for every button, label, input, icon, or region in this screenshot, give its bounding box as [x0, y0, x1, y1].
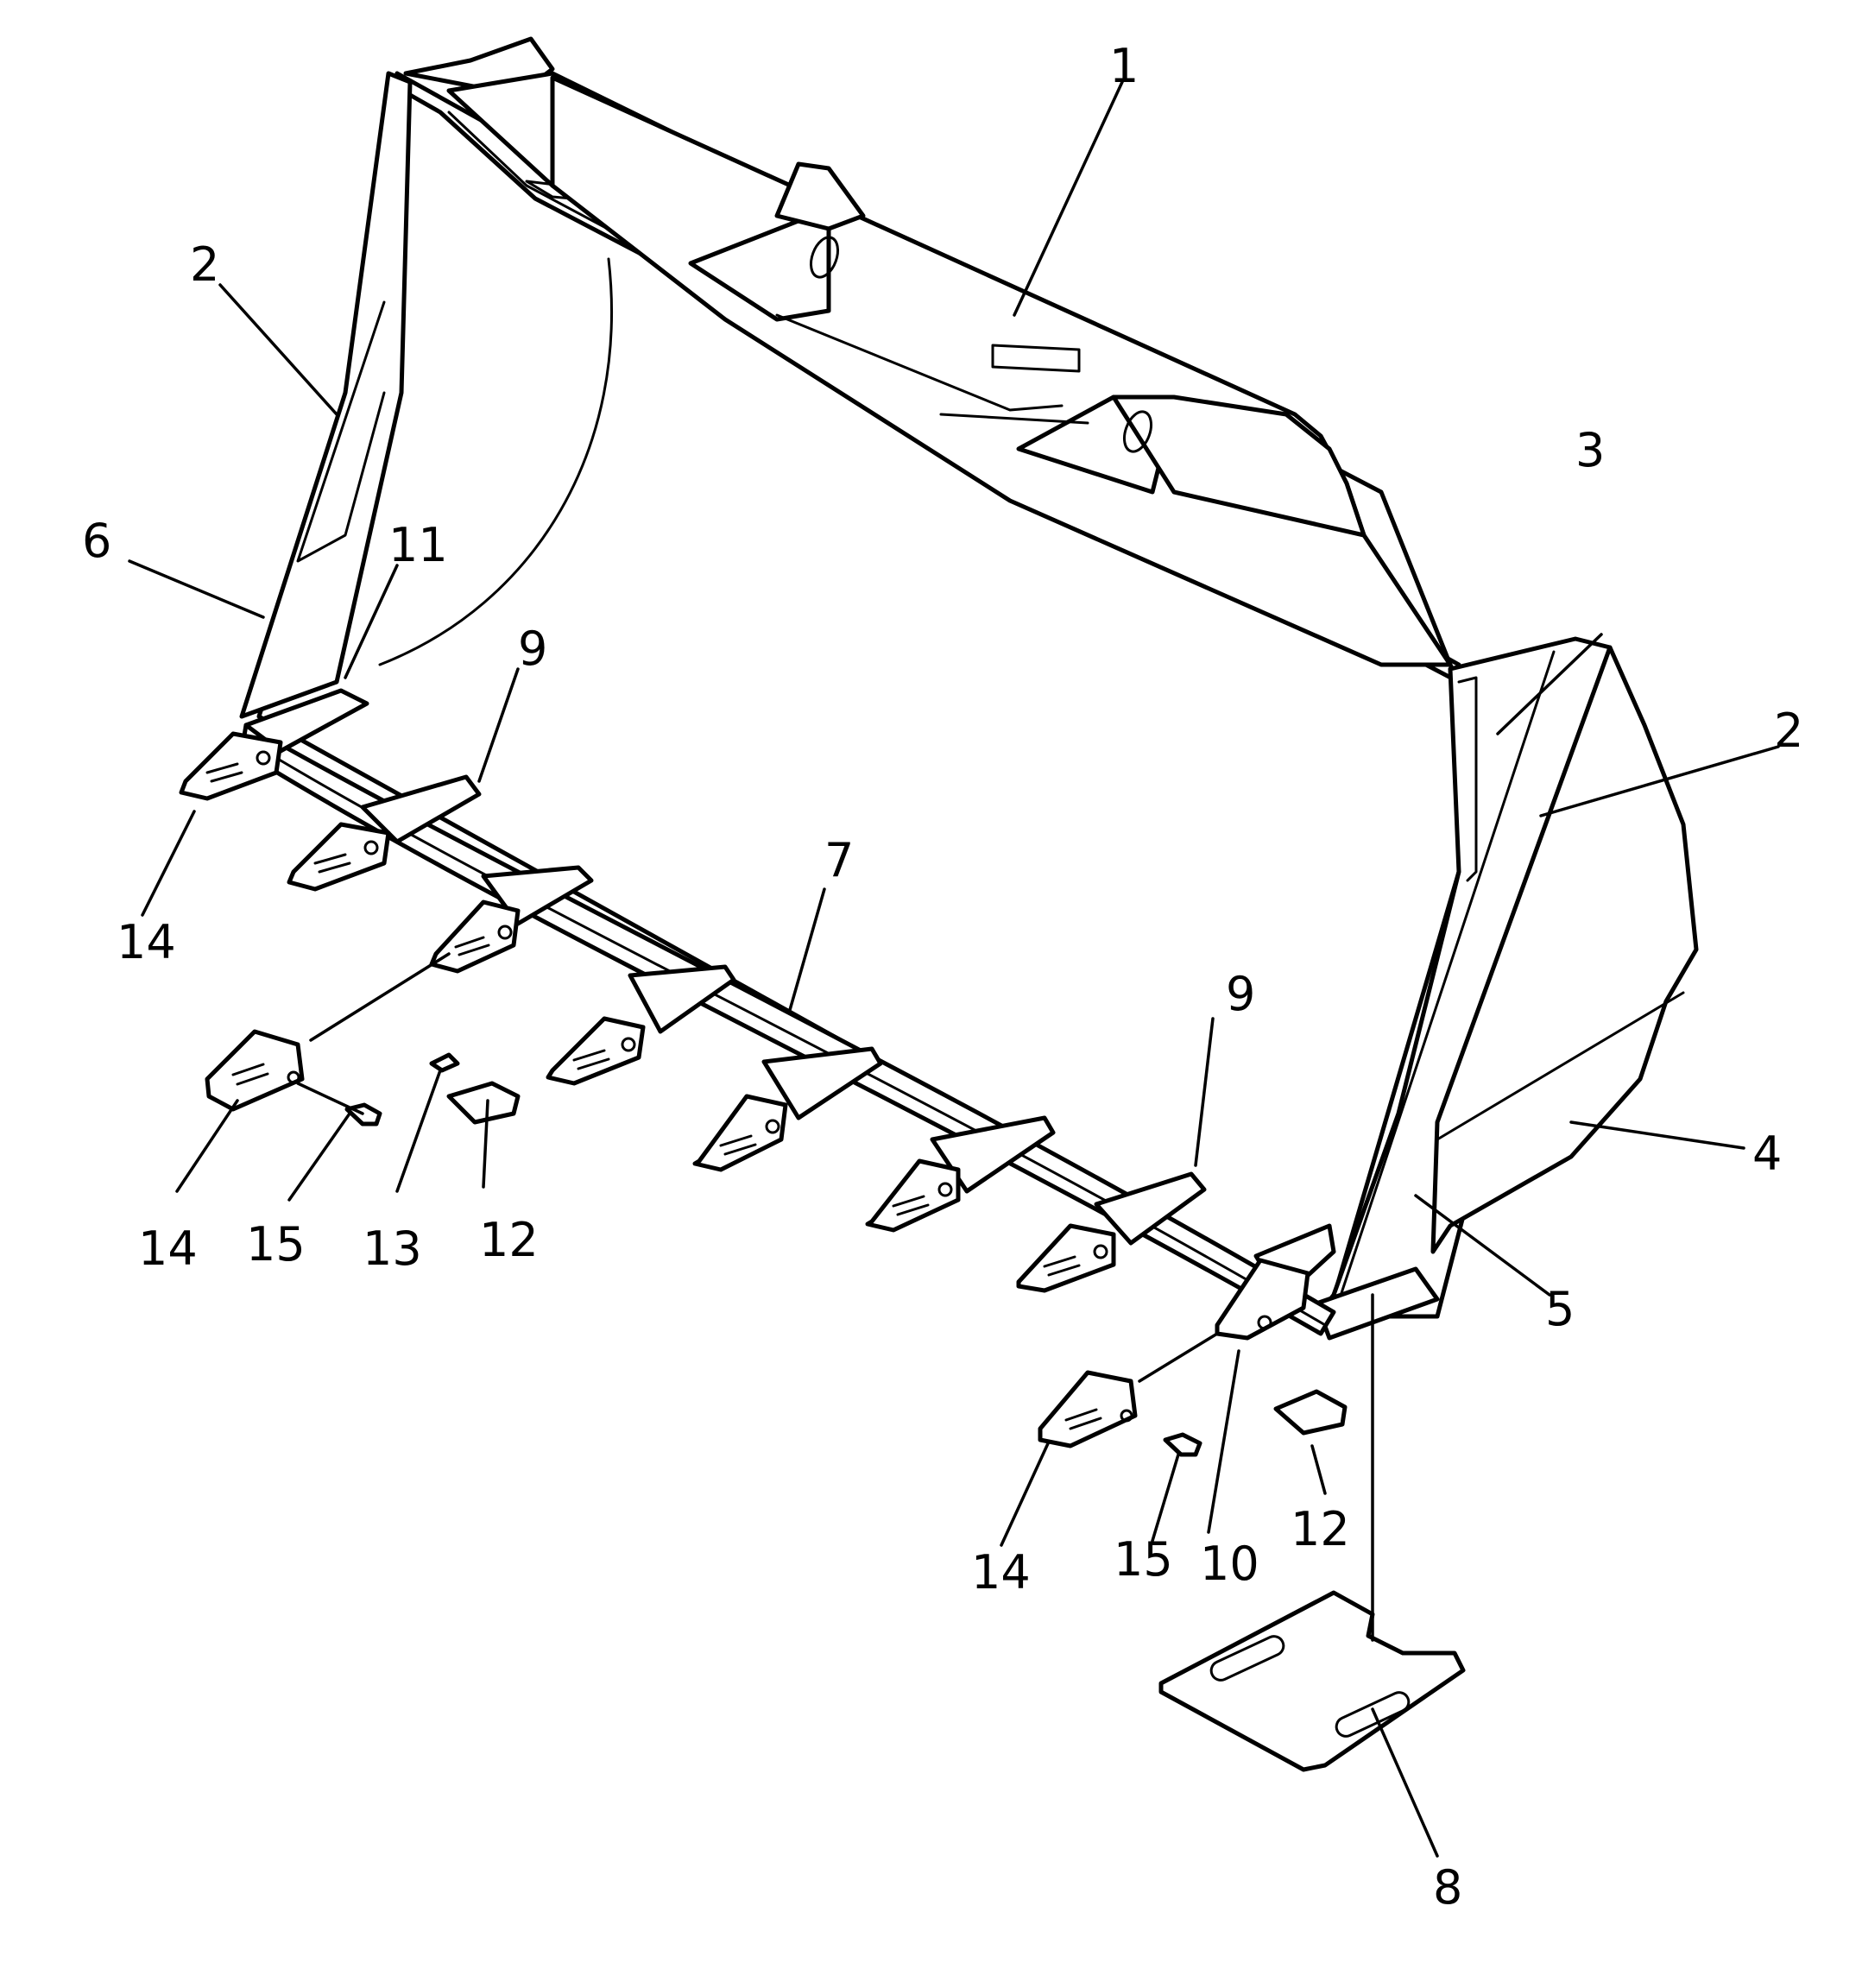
- callout-3: 3: [1575, 423, 1605, 477]
- callout-1: 1: [1109, 39, 1139, 93]
- callout-8: 8: [1433, 1860, 1462, 1915]
- callout-2: 2: [190, 237, 219, 292]
- callout-4: 4: [1752, 1127, 1782, 1181]
- leader-lines: [128, 80, 1780, 1858]
- callout-15: 15: [246, 1217, 306, 1272]
- callout-14: 14: [117, 915, 176, 969]
- exploded-parts: [205, 1029, 1466, 1772]
- callout-5: 5: [1545, 1282, 1575, 1336]
- callout-11: 11: [388, 518, 448, 572]
- bucket-body: [239, 36, 1699, 1341]
- callout-2: 2: [1774, 704, 1803, 758]
- callout-12: 12: [1291, 1502, 1350, 1556]
- callout-9: 9: [518, 622, 547, 676]
- callout-14: 14: [138, 1221, 198, 1276]
- callout-12: 12: [479, 1213, 539, 1267]
- callout-7: 7: [824, 833, 854, 887]
- callout-13: 13: [363, 1221, 422, 1276]
- callout-15: 15: [1114, 1532, 1173, 1587]
- callout-14: 14: [971, 1545, 1031, 1600]
- callout-9: 9: [1226, 967, 1255, 1021]
- callout-6: 6: [82, 514, 111, 568]
- tooth-row: [179, 688, 1336, 1341]
- callout-10: 10: [1200, 1537, 1259, 1591]
- callouts: 1 2 2 3 4 5 6 7 8 9 9 10 11 12 12 13 14 …: [82, 39, 1803, 1915]
